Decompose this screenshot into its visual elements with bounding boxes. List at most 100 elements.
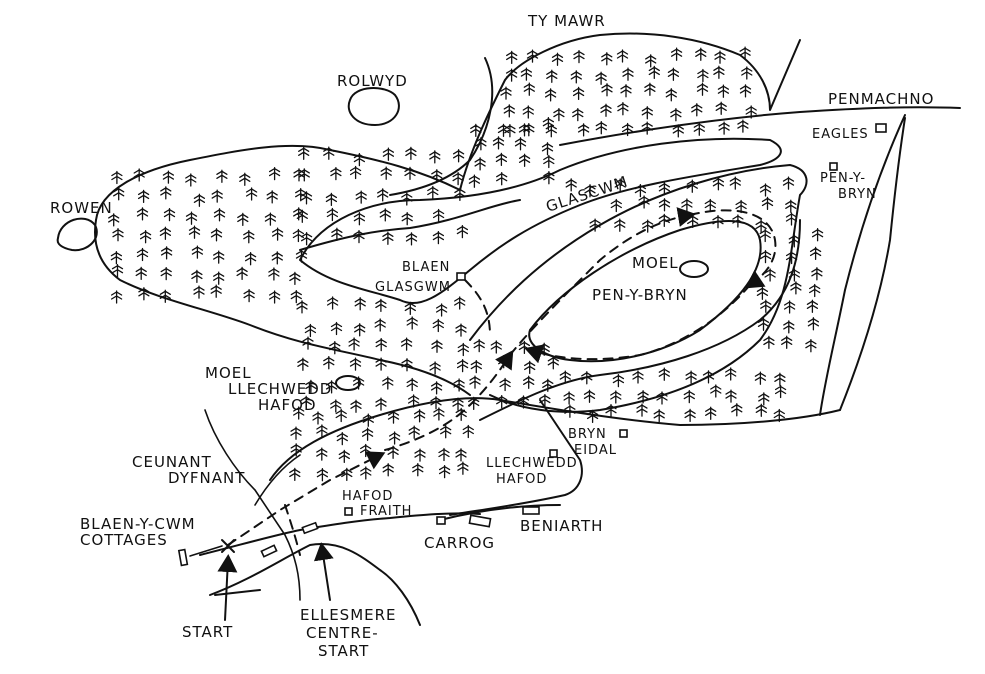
tree-icon: [210, 284, 222, 298]
tree-icon: [490, 340, 502, 354]
label-ellesmere-3: START: [318, 642, 369, 660]
tree-icon: [462, 424, 474, 439]
tree-icon: [406, 316, 418, 330]
tree-icon: [455, 323, 467, 337]
tree-icon: [563, 391, 575, 405]
building-icon: [829, 162, 838, 171]
tree-icon: [547, 356, 559, 370]
tree-icon: [361, 427, 374, 441]
tree-icon: [616, 49, 629, 63]
blaen-y-cwm-path: [189, 545, 223, 557]
tree-icon: [636, 403, 648, 417]
valley-road-lower: [209, 543, 421, 626]
tree-icon: [725, 367, 737, 381]
tree-icon: [296, 300, 308, 314]
tree-icon: [713, 65, 725, 79]
tree-icon: [185, 173, 197, 187]
tree-icon: [388, 431, 401, 445]
tree-icon: [354, 323, 366, 337]
tree-icon: [790, 281, 802, 295]
tree-icon: [583, 389, 596, 403]
label-moel-llechwedd-hafod-3: HAFOD: [258, 396, 317, 414]
tree-icon: [431, 339, 443, 353]
tree-icon: [543, 154, 555, 169]
tree-icon: [648, 65, 660, 80]
tree-icon: [741, 66, 753, 80]
tree-icon: [408, 425, 420, 439]
tree-icon: [110, 290, 123, 304]
tree-icon: [785, 199, 797, 213]
tree-icon: [191, 269, 203, 284]
tree-icon: [469, 375, 481, 389]
building-icon: [619, 429, 628, 438]
tree-icon: [375, 337, 387, 352]
tree-icon: [518, 153, 531, 167]
tree-icon: [354, 297, 366, 311]
tree-icon: [457, 342, 469, 357]
tree-icon: [427, 185, 439, 200]
tree-icon: [440, 425, 452, 439]
tree-icon: [610, 198, 622, 213]
tree-icon: [454, 187, 466, 202]
tree-icon: [456, 224, 469, 239]
tree-icon: [375, 298, 387, 313]
route-loop-east: [689, 209, 777, 289]
label-hafod-fraith-1: HAFOD: [342, 489, 393, 504]
forest-inner-south: [479, 219, 801, 421]
tree-icon: [298, 146, 310, 160]
label-penmachno: PENMACHNO: [828, 90, 934, 108]
tree-icon: [401, 192, 413, 206]
tree-icon: [297, 357, 309, 371]
tree-icon: [268, 290, 281, 304]
penmachno-road-south: [819, 114, 906, 416]
tree-icon: [404, 301, 416, 316]
tree-icon: [382, 231, 394, 245]
tree-icon: [577, 123, 590, 137]
forest-south-edge: [269, 397, 841, 481]
tree-icon: [705, 406, 717, 420]
tree-icon: [185, 211, 198, 225]
tree-icon: [811, 267, 823, 281]
tree-icon: [330, 321, 343, 336]
tree-icon: [438, 447, 450, 462]
tree-icon: [573, 49, 585, 64]
tree-icon: [352, 376, 365, 390]
tree-icon: [433, 407, 445, 421]
tree-icon: [429, 361, 441, 375]
tree-icon: [213, 250, 225, 264]
tree-icon: [761, 196, 774, 211]
label-ty-mawr: TY MAWR: [527, 12, 606, 30]
tree-icon: [435, 303, 448, 317]
tree-icon: [210, 228, 223, 242]
tree-icon: [712, 177, 725, 191]
tree-icon: [355, 190, 367, 204]
tree-icon: [498, 355, 510, 369]
tree-icon: [323, 356, 335, 370]
tree-icon: [236, 266, 248, 281]
route-start-leg: [227, 451, 386, 546]
tree-icon: [429, 150, 441, 164]
forest-north-edge: [389, 57, 494, 196]
tree-icon: [456, 358, 469, 373]
tree-icon: [160, 246, 173, 260]
tree-icon: [160, 186, 172, 200]
label-llechwedd-hafod-1: LLECHWEDD: [486, 456, 578, 471]
tree-icon: [681, 198, 693, 212]
tree-icon: [544, 88, 557, 102]
tree-icon: [349, 165, 362, 180]
tree-icon: [457, 461, 469, 475]
tree-icon: [739, 84, 752, 98]
tree-icon: [601, 52, 613, 66]
tree-icon: [382, 463, 394, 477]
label-roewen: ROWEN: [50, 199, 113, 217]
tree-icon: [495, 152, 508, 167]
tree-icon: [641, 121, 653, 135]
tree-icon: [523, 375, 535, 389]
tree-icon: [725, 389, 737, 403]
tree-icon: [213, 271, 225, 285]
tree-icon: [470, 359, 482, 374]
tree-icon: [455, 448, 467, 462]
tree-icon: [292, 228, 305, 243]
tree-icon: [704, 198, 716, 213]
label-bryn-eidal-2: EIDAL: [574, 443, 617, 458]
